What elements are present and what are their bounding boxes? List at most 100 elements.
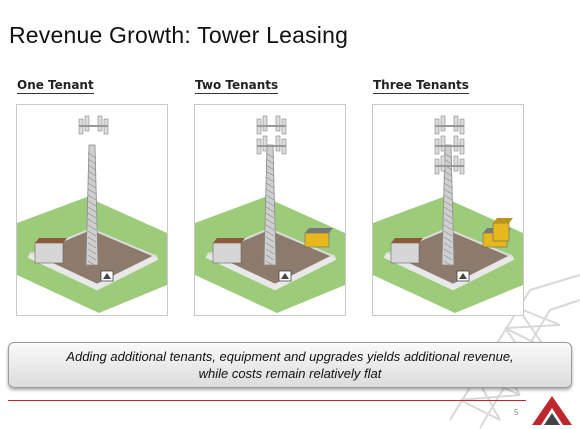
tower-icon [281, 273, 289, 279]
antenna-panel [262, 135, 268, 152]
caption-line-2: while costs remain relatively flat [198, 366, 382, 381]
tower-lattice [265, 188, 275, 195]
tower-illustration-one-tenant [17, 115, 167, 313]
antenna-array [256, 115, 287, 135]
tower-lattice [87, 170, 97, 177]
antenna-panel [275, 135, 281, 152]
tower-lattice [265, 212, 275, 219]
tower-lattice [265, 242, 275, 249]
tower-lattice [87, 152, 97, 159]
shelter-body [492, 222, 510, 242]
panel-label-three-tenants: Three Tenants [373, 78, 469, 94]
tower-lattice [443, 170, 453, 177]
antenna-panel [453, 115, 459, 132]
company-logo [532, 396, 572, 425]
tower-lattice [443, 224, 453, 231]
tower-lattice [265, 176, 275, 183]
tower-lattice [265, 152, 275, 159]
caption-line-1: Adding additional tenants, equipment and… [66, 349, 514, 364]
antenna-mount [435, 125, 464, 127]
tower-lattice [87, 194, 97, 201]
tower-lattice [87, 248, 97, 255]
shelter-body [390, 242, 420, 264]
tower-lattice [265, 170, 275, 177]
shelter-roof [213, 238, 245, 243]
tower-lattice [87, 200, 97, 207]
caption-box: Adding additional tenants, equipment and… [8, 342, 572, 388]
tower-mast [263, 144, 277, 266]
equipment-shelter [212, 238, 245, 264]
antenna-panel [453, 135, 459, 152]
tower-lattice [443, 200, 453, 207]
tower-lattice [87, 164, 97, 171]
tower-illustration-two-tenants [195, 115, 345, 313]
tower-lattice [443, 182, 453, 189]
tower-lattice [87, 188, 97, 195]
antenna-mount [257, 145, 286, 147]
tower-icon [459, 273, 467, 279]
antenna-mount [435, 145, 464, 147]
equipment-cabinet [492, 218, 513, 242]
equipment-shelter [390, 238, 423, 264]
tower-icon [103, 273, 111, 279]
tower-lattice [87, 206, 97, 213]
tower-lattice [265, 254, 275, 261]
panel-two-tenants [194, 104, 346, 316]
antenna-array [434, 155, 465, 175]
antenna-panel [453, 155, 459, 172]
tower-lattice [265, 194, 275, 201]
panel-label-two-tenants: Two Tenants [195, 78, 279, 94]
antenna-array [256, 135, 287, 155]
tower-lattice [87, 254, 97, 261]
tower-lattice [443, 218, 453, 225]
tower-lattice [87, 260, 97, 267]
antenna-panel [440, 115, 446, 132]
tower-lattice [265, 206, 275, 213]
tower-illustration-three-tenants [373, 115, 523, 313]
shelter-roof [305, 228, 333, 233]
antenna-panel [440, 155, 446, 172]
tower-lattice [443, 242, 453, 249]
footer-divider [8, 400, 526, 401]
tower-lattice [87, 242, 97, 249]
tower-lattice [87, 230, 97, 237]
tower-lattice [265, 248, 275, 255]
antenna-panel [275, 115, 281, 132]
antenna-mount [435, 165, 464, 167]
tower-lattice [443, 230, 453, 237]
tower-lattice [87, 182, 97, 189]
antenna-array [434, 135, 465, 155]
tower-lattice [443, 236, 453, 243]
tower-lattice [265, 230, 275, 237]
tower-lattice [87, 218, 97, 225]
tower-lattice [87, 158, 97, 165]
shelter-roof [35, 238, 67, 243]
tower-lattice [265, 182, 275, 189]
tower-lattice [265, 164, 275, 171]
panel-label-one-tenant: One Tenant [17, 78, 94, 94]
fence-front [383, 252, 515, 291]
panel-one-tenant [16, 104, 168, 316]
tower-lattice [443, 248, 453, 255]
antenna-panel [97, 115, 103, 132]
tower-lattice [265, 236, 275, 243]
tower-lattice [443, 188, 453, 195]
antenna-panel [262, 115, 268, 132]
tower-lattice [87, 236, 97, 243]
shelter-body [34, 242, 64, 264]
tower-lattice [443, 194, 453, 201]
antenna-array [78, 115, 109, 135]
antenna-panel [440, 135, 446, 152]
tower-lattice [443, 176, 453, 183]
shelter-roof [391, 238, 423, 243]
slide-title: Revenue Growth: Tower Leasing [9, 22, 349, 48]
tower-lattice [265, 158, 275, 165]
tower-lattice [87, 224, 97, 231]
page-number: 5 [514, 408, 519, 417]
tower-lattice [265, 224, 275, 231]
shelter-roof [493, 218, 513, 223]
shelter-body [212, 242, 242, 264]
tower-mast [85, 144, 99, 266]
equipment-shelter [34, 238, 67, 264]
tower-lattice [87, 212, 97, 219]
